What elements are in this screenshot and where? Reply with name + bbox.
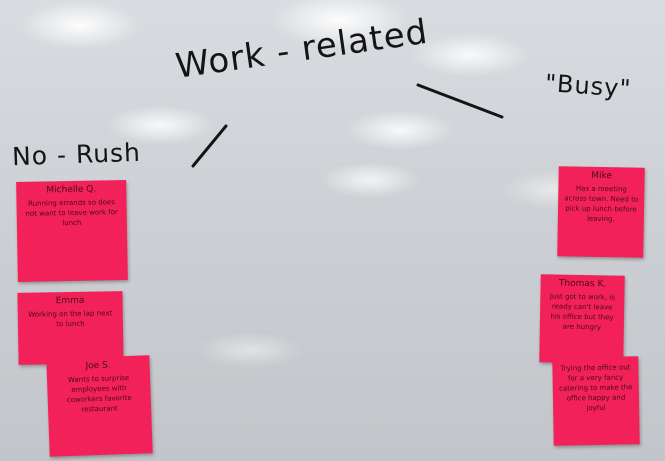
sticky-note-michelle: Michelle Q. Running errands so does not … (16, 180, 128, 282)
sticky-note-name: Michelle Q. (46, 184, 97, 196)
sticky-note-name (558, 360, 632, 361)
sticky-note-name: Joe S. (85, 360, 111, 372)
sticky-note-text: Just got to work, is ready can't leave h… (549, 292, 615, 332)
sticky-note-name: Mike (591, 170, 613, 182)
sticky-note-name: Emma (55, 295, 85, 307)
sticky-note-text: Wants to surprise employees with coworke… (66, 373, 132, 414)
sticky-note-text: Trying the office out for a very fancy c… (559, 363, 633, 413)
heading-busy: "Busy" (544, 69, 633, 103)
connector-line-right (416, 83, 504, 119)
sticky-note-catering: Trying the office out for a very fancy c… (552, 356, 640, 446)
sticky-note-mike: Mike Has a meeting across town. Need to … (557, 166, 645, 258)
sticky-note-text: Running errands so does not want to leav… (25, 198, 118, 228)
sticky-note-emma: Emma Working on the lap next to lunch (17, 291, 124, 365)
sticky-note-thomas: Thomas K. Just got to work, is ready can… (539, 274, 625, 364)
sticky-note-joe: Joe S. Wants to surprise employees with … (46, 355, 153, 457)
connector-line-left (191, 124, 228, 168)
sticky-note-text: Has a meeting across town. Need to pick … (564, 184, 639, 224)
heading-no-rush: No - Rush (11, 137, 142, 172)
sticky-note-name: Thomas K. (558, 278, 607, 290)
sticky-note-text: Working on the lap next to lunch (28, 309, 113, 329)
